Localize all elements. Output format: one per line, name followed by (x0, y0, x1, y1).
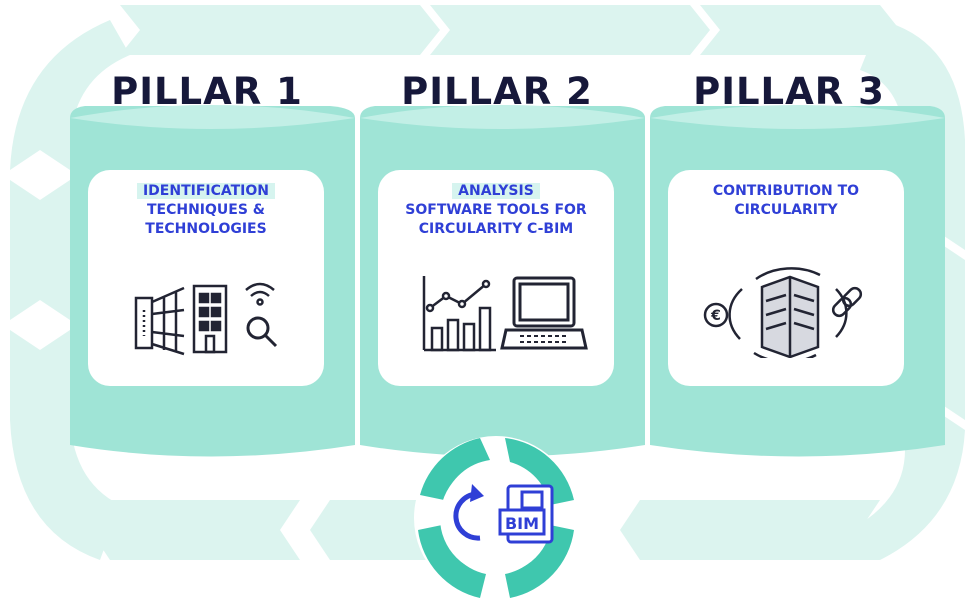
pillar-3-card: CONTRIBUTION TO CIRCULARITY € (668, 170, 904, 386)
pillar-1-line-1: IDENTIFICATION (136, 183, 276, 199)
pillar-2-line-3: CIRCULARITY C-BIM (418, 221, 574, 237)
pillar-2-line-1: ANALYSIS (452, 183, 540, 199)
pillar-3-line-2: CIRCULARITY (734, 202, 838, 218)
scanner-icon (134, 286, 185, 356)
chain-link-icon (831, 286, 863, 318)
laptop-icon (500, 276, 588, 350)
pillar-1-icons (134, 282, 278, 356)
euro-icon: € (703, 302, 729, 328)
pillar-2-text: ANALYSIS SOFTWARE TOOLS FOR CIRCULARITY … (378, 182, 614, 239)
pillar-3-icons: € (703, 267, 863, 358)
bim-file-icon (498, 484, 554, 544)
building-icon (192, 284, 228, 354)
bim-badge (453, 484, 554, 544)
svg-text:€: € (710, 308, 721, 324)
circular-arrows-icon (728, 267, 848, 358)
refresh-icon (453, 484, 484, 541)
pillar-1-line-3: TECHNOLOGIES (145, 221, 267, 237)
pillar-1-text: IDENTIFICATION TECHNIQUES & TECHNOLOGIES (88, 182, 324, 239)
pillar-2-card: ANALYSIS SOFTWARE TOOLS FOR CIRCULARITY … (378, 170, 614, 386)
pillar-2-title: PILLAR 2 (401, 70, 593, 113)
pillar-3-line-1: CONTRIBUTION TO (712, 183, 860, 199)
pillar-2-line-2: SOFTWARE TOOLS FOR (405, 202, 587, 218)
pillar-1-card: IDENTIFICATION TECHNIQUES & TECHNOLOGIES (88, 170, 324, 386)
pillar-3-title: PILLAR 3 (693, 70, 885, 113)
pillar-3-text: CONTRIBUTION TO CIRCULARITY (668, 182, 904, 220)
magnifier-icon (246, 316, 278, 348)
cycle-ring (414, 436, 578, 600)
circular-building-icon (760, 275, 820, 358)
pillar-1-line-2: TECHNIQUES & (146, 202, 266, 218)
bim-label: BIM (504, 514, 540, 533)
bar-chart-icon (422, 276, 496, 352)
wifi-icon (245, 282, 275, 306)
pillar-2-icons (422, 276, 588, 352)
pillar-1-title: PILLAR 1 (111, 70, 303, 113)
